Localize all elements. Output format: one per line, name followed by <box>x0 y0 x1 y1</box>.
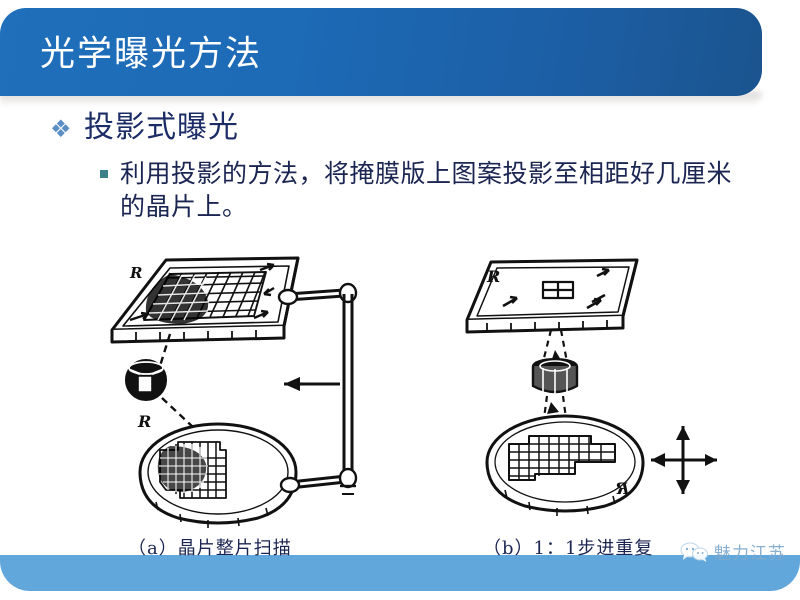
figure-b-label-wafer-R: R <box>616 479 630 498</box>
diamond-cluster-bullet-icon: ❖ <box>50 117 72 143</box>
bullet-level1: ❖ 投影式曝光 <box>0 110 800 145</box>
bullet-level2: 利用投影的方法，将掩膜版上图案投影至相距好几厘米的晶片上。 <box>0 157 800 223</box>
page-title: 光学曝光方法 <box>40 34 263 75</box>
figure-b-caption: （b）1：1步进重复 <box>483 538 654 559</box>
figure-group: R R <box>0 250 800 550</box>
figure-a-label-wafer-R: R <box>137 412 151 431</box>
figure-b-label-reticle-R: R <box>486 267 500 286</box>
figure-step-and-repeat: R <box>465 258 717 516</box>
watermark: 魅力江苏 <box>679 539 786 564</box>
figure-a-caption: （a）晶片整片扫描 <box>128 538 292 559</box>
figure-a-label-mask-R: R <box>129 264 142 282</box>
slide-body: ❖ 投影式曝光 利用投影的方法，将掩膜版上图案投影至相距好几厘米的晶片上。 <box>0 110 800 223</box>
wechat-bubble-icon <box>680 542 708 562</box>
bullet-level2-label: 利用投影的方法，将掩膜版上图案投影至相距好几厘米的晶片上。 <box>120 159 733 222</box>
slide-header-banner: 光学曝光方法 <box>0 8 762 96</box>
watermark-label: 魅力江苏 <box>714 544 786 564</box>
square-bullet-icon <box>100 170 120 179</box>
bullet-level1-label: 投影式曝光 <box>84 110 239 145</box>
slide-footer-bar <box>0 555 800 591</box>
figure-wafer-full-scan: R R <box>110 256 358 528</box>
